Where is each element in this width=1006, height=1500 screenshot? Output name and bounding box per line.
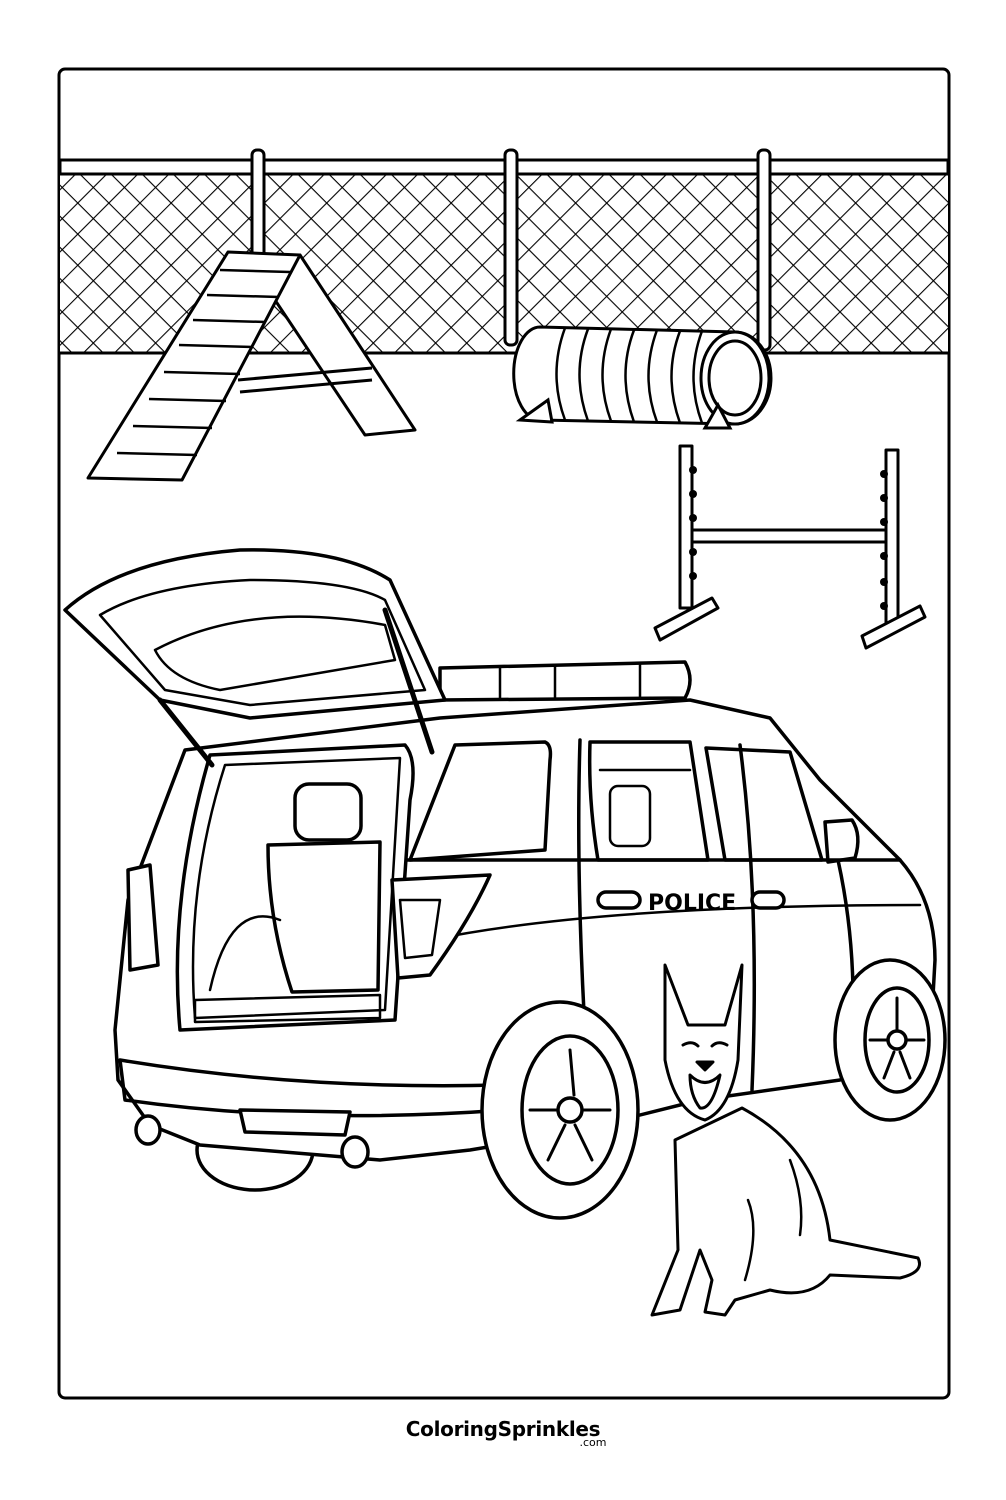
agility-tunnel (512, 325, 773, 430)
watermark-brand: ColoringSprinkles (405, 1417, 601, 1441)
police-door-label: POLICE (648, 891, 736, 916)
police-suv (63, 548, 947, 1220)
front-wheel (833, 958, 947, 1122)
rear-wheel (480, 1000, 640, 1220)
rear-seat-headrest (293, 782, 363, 842)
agility-hurdle (653, 444, 927, 650)
agility-a-frame (86, 250, 417, 482)
page-frame (57, 67, 951, 1400)
german-shepherd-dog (650, 963, 921, 1317)
watermark-tld: .com (579, 1436, 607, 1449)
